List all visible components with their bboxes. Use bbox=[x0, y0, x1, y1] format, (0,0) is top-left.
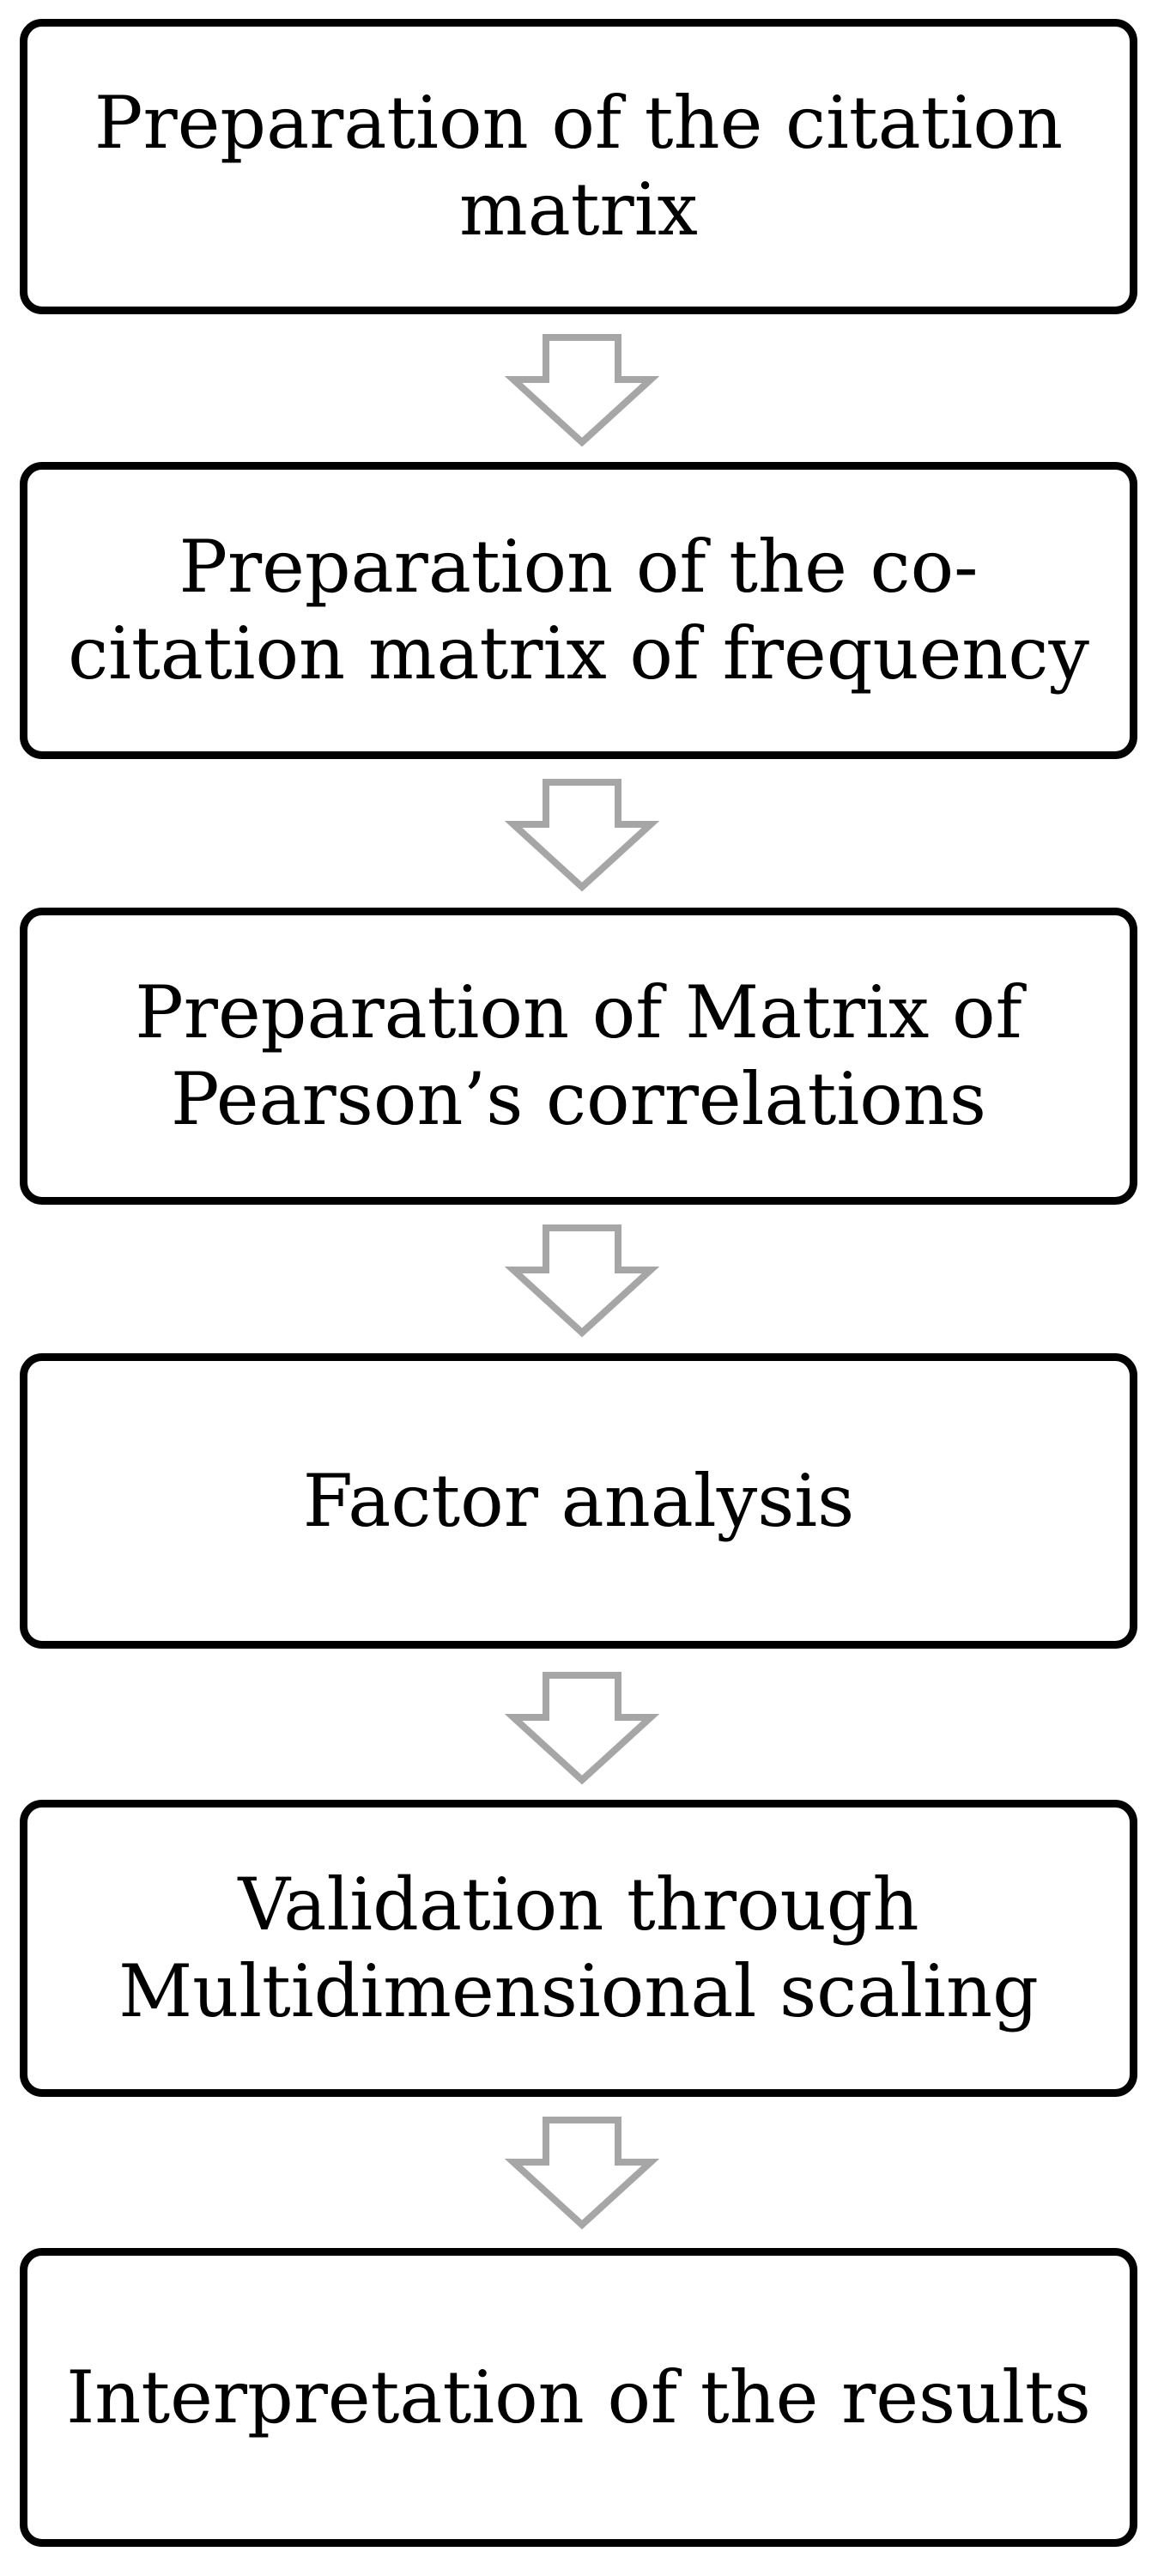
down-arrow-icon bbox=[505, 779, 659, 892]
step-label: Validation through Multidimensional scal… bbox=[118, 1862, 1039, 2033]
step-label: Preparation of the co-citation matrix of… bbox=[68, 525, 1089, 696]
step-label: Preparation of the citation matrix bbox=[94, 81, 1064, 252]
down-arrow-icon bbox=[505, 1672, 659, 1785]
step-factor-analysis: Factor analysis bbox=[20, 1353, 1137, 1649]
step-preparation-cocitation-matrix: Preparation of the co-citation matrix of… bbox=[20, 462, 1137, 759]
down-arrow-icon bbox=[505, 2117, 659, 2230]
step-label: Preparation of Matrix of Pearson’s corre… bbox=[135, 970, 1022, 1141]
step-validation-mds: Validation through Multidimensional scal… bbox=[20, 1800, 1137, 2097]
step-preparation-pearson-matrix: Preparation of Matrix of Pearson’s corre… bbox=[20, 908, 1137, 1205]
step-label: Interpretation of the results bbox=[66, 2354, 1091, 2439]
down-arrow-icon bbox=[505, 1224, 659, 1338]
step-interpretation-results: Interpretation of the results bbox=[20, 2248, 1137, 2547]
down-arrow-icon bbox=[505, 334, 659, 447]
step-preparation-citation-matrix: Preparation of the citation matrix bbox=[20, 19, 1137, 314]
step-label: Factor analysis bbox=[302, 1458, 855, 1543]
